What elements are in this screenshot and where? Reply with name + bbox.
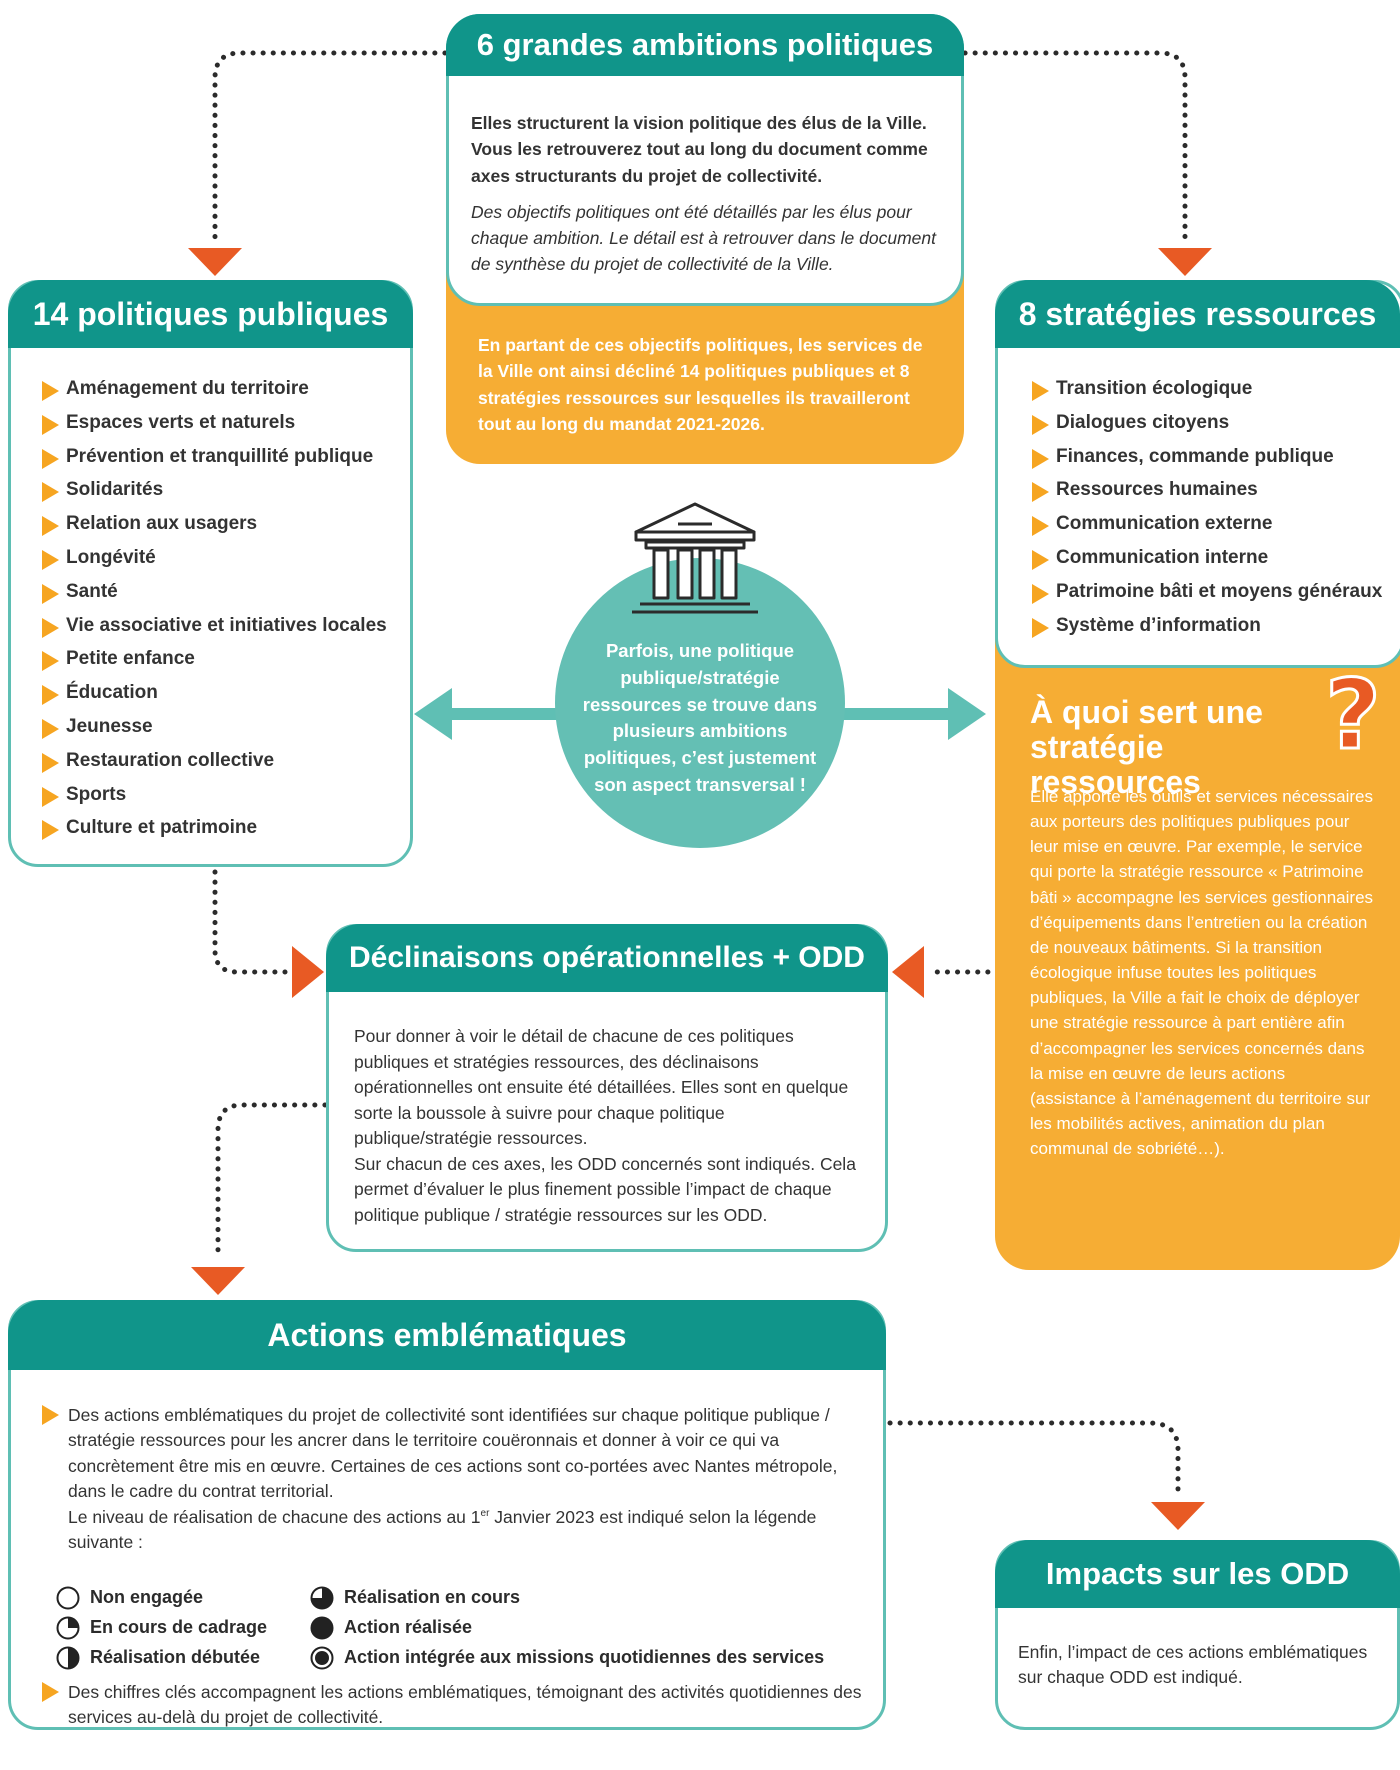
politiques-item: Petite enfance bbox=[42, 648, 402, 682]
actions-para2-after: Janvier 2023 est indiqué selon la légend… bbox=[68, 1506, 817, 1552]
actions-body: Des actions emblématiques du projet de c… bbox=[42, 1403, 842, 1555]
legend-label: Action intégrée aux missions quotidienne… bbox=[344, 1647, 825, 1667]
strategies-item: Communication interne bbox=[1032, 547, 1392, 581]
strategies-item: Patrimoine bâti et moyens généraux bbox=[1032, 581, 1392, 615]
actions-title: Actions emblématiques bbox=[267, 1316, 627, 1353]
politiques-item: Sports bbox=[42, 784, 402, 818]
strategies-header: 8 stratégies ressources bbox=[995, 280, 1400, 348]
politiques-item: Prévention et tranquillité publique bbox=[42, 446, 402, 480]
actions-para2: Le niveau de réalisation de chacune des … bbox=[68, 1505, 842, 1556]
arrowhead-declinaisons-left bbox=[292, 946, 324, 998]
strategies-orange-panel bbox=[995, 600, 1400, 1270]
impacts-header: Impacts sur les ODD bbox=[995, 1540, 1400, 1608]
strategies-question-body: Elle apporte les outils et services néce… bbox=[1030, 787, 1374, 1159]
dotted-connector-declinaisons-to-actions bbox=[215, 1102, 328, 1258]
actions-para2-sup: er bbox=[480, 1507, 490, 1519]
strategies-item: Transition écologique bbox=[1032, 378, 1392, 412]
ambitions-title: 6 grandes ambitions politiques bbox=[476, 27, 934, 62]
connector-layer bbox=[188, 50, 1212, 1295]
actions-para2-before: Le niveau de réalisation de chacune des … bbox=[68, 1506, 481, 1527]
progress-level-icon bbox=[56, 1646, 80, 1670]
arrowhead-politiques bbox=[188, 248, 242, 276]
declinaisons-title: Déclinaisons opérationnelles + ODD bbox=[349, 941, 865, 974]
legend-label: Action réalisée bbox=[344, 1617, 473, 1637]
actions-para3: Des chiffres clés accompagnent les actio… bbox=[68, 1682, 862, 1728]
impacts-title: Impacts sur les ODD bbox=[1045, 1556, 1350, 1591]
politiques-header: 14 politiques publiques bbox=[8, 280, 413, 348]
teal-arrow-right-shaft bbox=[832, 708, 962, 720]
ambitions-body-italic: Des objectifs politiques ont été détaill… bbox=[471, 201, 937, 275]
actions-para1: Des actions emblématiques du projet de c… bbox=[68, 1405, 838, 1502]
center-text: Parfois, une politique publique/stratégi… bbox=[582, 640, 818, 796]
impacts-body: Enfin, l’impact de ces actions emblémati… bbox=[1018, 1642, 1368, 1688]
question-mark-glyph: ? bbox=[1325, 670, 1381, 760]
politiques-item: Culture et patrimoine bbox=[42, 817, 402, 851]
progress-level-icon bbox=[310, 1586, 334, 1610]
strategies-item: Ressources humaines bbox=[1032, 479, 1392, 513]
arrowhead-actions bbox=[191, 1267, 245, 1295]
teal-arrow-left-head bbox=[414, 688, 452, 740]
teal-arrow-left-shaft bbox=[438, 708, 568, 720]
politiques-item: Santé bbox=[42, 581, 402, 615]
question-mark-icon: ? bbox=[1318, 658, 1388, 773]
politiques-title: 14 politiques publiques bbox=[32, 295, 389, 332]
question-title-text: À quoi sert une stratégie ressources bbox=[1030, 694, 1263, 801]
teal-arrow-right-head bbox=[948, 688, 986, 740]
progress-level-icon bbox=[310, 1616, 334, 1640]
declinaisons-para2: Sur chacun de ces axes, les ODD concerné… bbox=[354, 1153, 856, 1225]
ambitions-header: 6 grandes ambitions politiques bbox=[446, 14, 964, 76]
dotted-connector-politiques-to-declinaisons bbox=[212, 869, 288, 975]
legend-label: Réalisation débutée bbox=[90, 1647, 261, 1667]
politiques-item: Jeunesse bbox=[42, 716, 402, 750]
politiques-item: Aménagement du territoire bbox=[42, 378, 402, 412]
politiques-item: Éducation bbox=[42, 682, 402, 716]
orange-bullet-icon bbox=[42, 1682, 59, 1702]
politiques-item: Longévité bbox=[42, 547, 402, 581]
strategies-item: Finances, commande publique bbox=[1032, 446, 1392, 480]
politiques-card bbox=[8, 280, 413, 867]
strategies-item: Dialogues citoyens bbox=[1032, 412, 1392, 446]
ambitions-orange-text: En partant de ces objectifs politiques, … bbox=[478, 335, 923, 434]
legend-label: En cours de cadrage bbox=[90, 1617, 268, 1637]
ambitions-body: Elles structurent la vision politique de… bbox=[471, 110, 941, 278]
strategies-title: 8 stratégies ressources bbox=[1018, 295, 1377, 332]
declinaisons-para1: Pour donner à voir le détail de chacune … bbox=[354, 1026, 849, 1149]
actions-header: Actions emblématiques bbox=[8, 1300, 886, 1370]
ambitions-body-bold: Elles structurent la vision politique de… bbox=[471, 113, 928, 186]
strategies-item: Système d’information bbox=[1032, 615, 1392, 649]
orange-bullet-icon bbox=[42, 1405, 59, 1425]
actions-card bbox=[8, 1300, 886, 1730]
arrowhead-impacts bbox=[1151, 1502, 1205, 1530]
government-building-icon bbox=[628, 498, 762, 618]
actions-bullet-2: Des chiffres clés accompagnent les actio… bbox=[42, 1680, 862, 1731]
center-circle bbox=[555, 558, 845, 848]
progress-level-icon bbox=[56, 1586, 80, 1610]
politiques-item: Vie associative et initiatives locales bbox=[42, 615, 402, 649]
progress-level-icon bbox=[310, 1646, 334, 1670]
politiques-item: Solidarités bbox=[42, 479, 402, 513]
progress-level-icon bbox=[56, 1616, 80, 1640]
declinaisons-body: Pour donner à voir le détail de chacune … bbox=[354, 1024, 864, 1228]
politiques-item: Restauration collective bbox=[42, 750, 402, 784]
legend-label: Réalisation en cours bbox=[344, 1587, 521, 1607]
strategies-question-title: À quoi sert une stratégie ressources bbox=[1030, 694, 1330, 801]
declinaisons-header: Déclinaisons opérationnelles + ODD bbox=[326, 924, 888, 992]
legend-label: Non engagée bbox=[90, 1587, 204, 1607]
connector-actions-impacts-svg bbox=[880, 1760, 890, 1770]
politiques-item: Relation aux usagers bbox=[42, 513, 402, 547]
dotted-connector-actions-impacts-real bbox=[887, 1420, 1205, 1530]
actions-bullet-1: Des actions emblématiques du projet de c… bbox=[42, 1403, 842, 1555]
politiques-item: Espaces verts et naturels bbox=[42, 412, 402, 446]
arrowhead-strategies bbox=[1158, 248, 1212, 276]
strategies-item: Communication externe bbox=[1032, 513, 1392, 547]
arrowhead-declinaisons-right bbox=[892, 946, 924, 998]
